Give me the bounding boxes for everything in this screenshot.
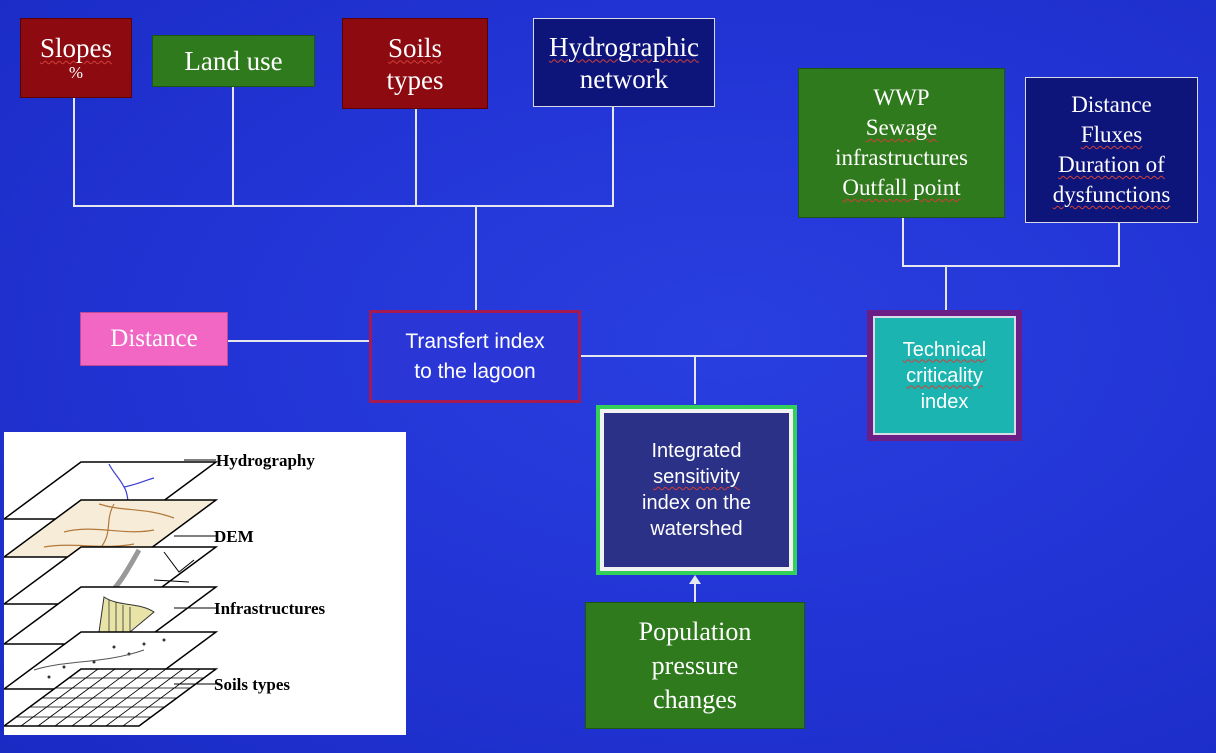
transfert-index-label: Transfert index [405, 329, 545, 353]
soils-types-label-2: types [386, 64, 444, 95]
pressure-label: pressure [651, 650, 739, 680]
connector [415, 108, 417, 206]
connector [580, 355, 868, 357]
transfert-index-box: Transfert index to the lagoon [369, 310, 581, 403]
legend-soils-types: Soils types [214, 675, 291, 694]
slopes-label: Slopes [39, 33, 112, 63]
connector [475, 205, 477, 311]
transfert-index-label-2: to the lagoon [414, 359, 536, 383]
layer-stack-illustration [4, 459, 219, 727]
technical-criticality-box: Technical criticality index [867, 310, 1022, 441]
fluxes-label: Fluxes [1080, 122, 1143, 147]
population-pressure-box: Population pressure changes [585, 602, 805, 729]
connector [73, 205, 614, 207]
legend-hydrography: Hydrography [216, 451, 315, 470]
connector [227, 340, 370, 342]
slopes-box: Slopes % [20, 18, 132, 98]
distance-label: Distance [1071, 92, 1152, 117]
land-use-box: Land use [152, 35, 315, 87]
population-label: Population [638, 616, 752, 646]
index-on-the-label: index on the [642, 492, 751, 514]
legend-dem: DEM [214, 527, 254, 546]
hydrographic-network-box: Hydrographic network [533, 18, 715, 107]
connector [73, 97, 75, 206]
changes-label: changes [653, 684, 737, 714]
duration-of-label: Duration of [1058, 152, 1165, 177]
integrated-label: Integrated [651, 440, 742, 462]
slopes-unit: % [68, 63, 84, 82]
watershed-label: watershed [650, 518, 743, 540]
network-label: network [579, 63, 669, 94]
connector [902, 265, 1120, 267]
distance-box-label: Distance [110, 325, 198, 352]
sewage-label: Sewage [865, 115, 938, 140]
connector [694, 355, 696, 404]
connector [945, 265, 947, 310]
wwp-label: WWP [873, 85, 930, 110]
hydrographic-label: Hydrographic [549, 31, 699, 62]
distance-fluxes-box: Distance Fluxes Duration of dysfunctions [1025, 77, 1198, 223]
integrated-sensitivity-box: Integrated sensitivity index on the wate… [596, 405, 797, 575]
connector [612, 106, 614, 206]
connector [694, 582, 696, 602]
soils-types-label: Soils [387, 32, 443, 63]
index-label: index [920, 390, 969, 413]
arrowhead [689, 575, 701, 584]
distance-box: Distance [80, 312, 228, 366]
connector [232, 86, 234, 206]
gis-layers-legend: Hydrography DEM Infrastructures Soils ty… [4, 432, 406, 735]
legend-infrastructures: Infrastructures [214, 599, 326, 618]
outfall-point-label: Outfall point [842, 175, 961, 200]
wwp-box: WWP Sewage infrastructures Outfall point [798, 68, 1005, 218]
criticality-label: criticality [906, 364, 983, 387]
connector [1118, 223, 1120, 266]
sensitivity-label: sensitivity [653, 466, 740, 488]
soils-types-box: Soils types [342, 18, 488, 109]
dysfunctions-label: dysfunctions [1052, 182, 1171, 207]
connector [902, 217, 904, 266]
technical-label: Technical [902, 338, 987, 361]
land-use-label: Land use [184, 45, 283, 76]
infrastructures-label: infrastructures [835, 145, 968, 170]
